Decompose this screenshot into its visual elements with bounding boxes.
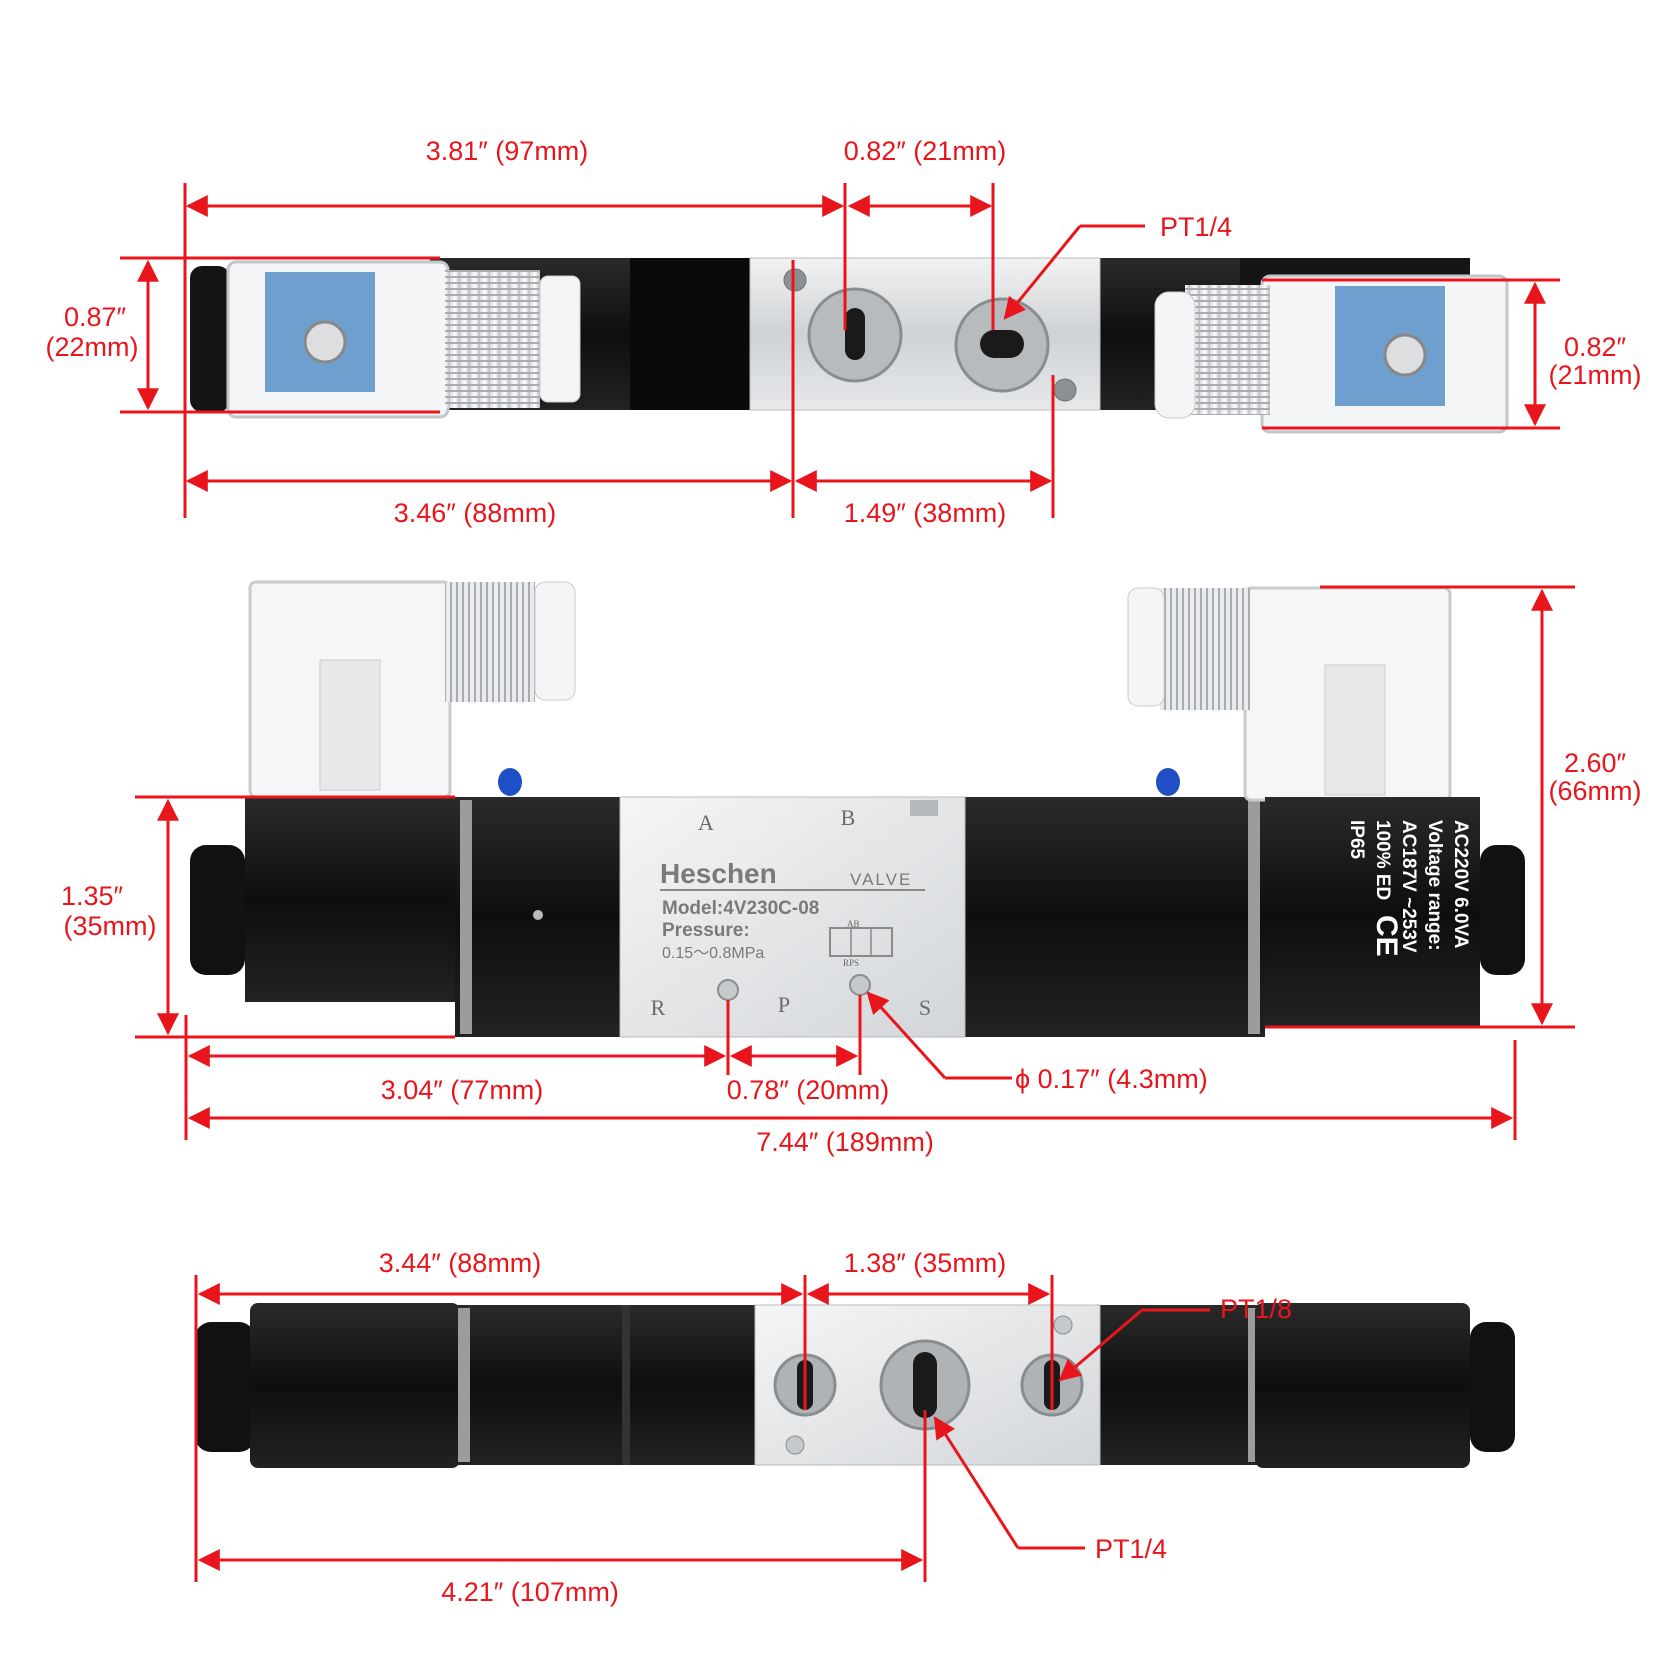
- port-p-label: P: [778, 992, 790, 1017]
- front-left-end-cap: [190, 845, 245, 975]
- front-right-coil: AC220V 6.0VA Voltage range: AC187V ~253V…: [1127, 586, 1525, 1027]
- symbol-rps: RPS: [843, 958, 859, 968]
- top-left-screw: [303, 320, 347, 364]
- ce-mark-icon: CE: [1370, 915, 1403, 957]
- top-black-block: [630, 258, 750, 410]
- front-left-manual-button: [498, 768, 522, 796]
- bottom-right-coil: [1255, 1303, 1470, 1468]
- coil-spec-5: IP65: [1346, 820, 1367, 860]
- top-dim-88: 3.46″ (88mm): [394, 498, 557, 528]
- brand-name: Heschen: [660, 858, 777, 889]
- top-height-21-mm: (21mm): [1549, 360, 1642, 390]
- top-port-label: PT1/4: [1160, 212, 1232, 242]
- bottom-dim-107: 4.21″ (107mm): [441, 1577, 619, 1607]
- front-height-35-in: 1.35″: [61, 881, 124, 911]
- port-r-label: R: [651, 995, 666, 1020]
- bottom-dimension-lines: [194, 1275, 1210, 1582]
- top-port-b-slot: [980, 330, 1024, 358]
- front-view: A B R P S Heschen VALVE Model:4V230C-08 …: [61, 580, 1642, 1157]
- front-left-thread: [445, 582, 535, 702]
- front-right-plate: [1248, 800, 1260, 1034]
- front-left-coil: [190, 580, 576, 1002]
- top-right-gland: [1154, 291, 1196, 419]
- bottom-right-end-cap: [1470, 1322, 1515, 1452]
- bottom-left-coil: [250, 1303, 460, 1468]
- front-height-66-in: 2.60″: [1564, 748, 1627, 778]
- front-right-manual-button: [1156, 768, 1180, 796]
- front-right-thread: [1160, 588, 1250, 710]
- top-dim-38: 1.49″ (38mm): [844, 498, 1007, 528]
- front-aluminum-block: [619, 796, 966, 1038]
- top-dimension-lines: [120, 183, 1560, 518]
- top-right-screw: [1383, 333, 1427, 377]
- front-hole-right: [849, 974, 871, 996]
- pressure-range: 0.15～0.8MPa: [662, 945, 764, 962]
- front-dim-77: 3.04″ (77mm): [381, 1075, 544, 1105]
- symbol-ab: AB: [847, 919, 860, 929]
- front-overall-length: 7.44″ (189mm): [756, 1127, 934, 1157]
- front-right-coil-body: [1265, 797, 1480, 1027]
- bottom-mount-hole-b: [785, 1435, 805, 1455]
- front-dim-20: 0.78″ (20mm): [727, 1075, 890, 1105]
- top-height-22-in: 0.87″: [64, 302, 127, 332]
- top-right-coil: [1154, 258, 1509, 434]
- port-s-label: S: [919, 995, 931, 1020]
- front-height-35-mm: (35mm): [64, 911, 157, 941]
- front-hole-diameter: ϕ 0.17″ (4.3mm): [1015, 1064, 1208, 1094]
- valve-label: VALVE: [850, 870, 912, 889]
- bottom-view: 3.44″ (88mm) 1.38″ (35mm) PT1/8 PT1/4 4.…: [194, 1248, 1515, 1607]
- front-nameplate: A B R P S Heschen VALVE Model:4V230C-08 …: [651, 805, 931, 1020]
- bottom-left-end-cap: [195, 1322, 255, 1452]
- model-text: Model:4V230C-08: [662, 898, 819, 919]
- top-dim-97: 3.81″ (97mm): [426, 136, 589, 166]
- top-height-22-mm: (22mm): [46, 332, 139, 362]
- pressure-label: Pressure:: [662, 920, 750, 941]
- coil-spec-1: AC220V 6.0VA: [1450, 820, 1471, 949]
- front-right-end-cap: [1480, 845, 1525, 975]
- front-left-pin: [533, 910, 543, 920]
- front-notch: [910, 800, 938, 816]
- port-a-label: A: [698, 810, 714, 835]
- coil-spec-label: AC220V 6.0VA Voltage range: AC187V ~253V…: [1346, 820, 1471, 957]
- coil-spec-2: Voltage range:: [1424, 820, 1445, 951]
- top-left-coil: [190, 260, 581, 419]
- top-height-21-in: 0.82″: [1564, 332, 1627, 362]
- front-right-gland: [1127, 587, 1165, 707]
- front-left-plate: [460, 800, 472, 1034]
- top-left-thread: [445, 270, 540, 408]
- front-dimension-lines: [135, 585, 1575, 1140]
- coil-spec-4: 100% ED: [1372, 820, 1393, 900]
- valve-symbol-icon: [829, 927, 893, 957]
- bottom-mount-hole-a: [1053, 1315, 1073, 1335]
- top-mount-hole-b: [1053, 378, 1077, 402]
- bottom-dim-88: 3.44″ (88mm): [379, 1248, 542, 1278]
- bottom-dim-35: 1.38″ (35mm): [844, 1248, 1007, 1278]
- top-mount-hole-a: [783, 268, 807, 292]
- top-dim-21: 0.82″ (21mm): [844, 136, 1007, 166]
- top-left-end-cap: [190, 266, 230, 412]
- front-left-socket: [319, 659, 381, 791]
- bottom-port-pt18: PT1/8: [1220, 1294, 1292, 1324]
- top-right-thread: [1185, 285, 1270, 415]
- front-left-gland: [534, 581, 576, 701]
- top-left-gland: [539, 275, 581, 403]
- bottom-port-pt14: PT1/4: [1095, 1534, 1167, 1564]
- front-left-coil-body: [245, 797, 455, 1002]
- front-hole-left: [717, 979, 739, 1001]
- port-b-label: B: [841, 805, 856, 830]
- top-port-a-slot: [845, 308, 865, 360]
- top-view: 3.81″ (97mm) 0.82″ (21mm) PT1/4 0.87″ (2…: [46, 136, 1642, 528]
- coil-spec-3: AC187V ~253V: [1398, 820, 1419, 953]
- bottom-valve-body: [195, 1303, 1515, 1468]
- front-right-socket: [1324, 664, 1386, 796]
- front-height-66-mm: (66mm): [1549, 776, 1642, 806]
